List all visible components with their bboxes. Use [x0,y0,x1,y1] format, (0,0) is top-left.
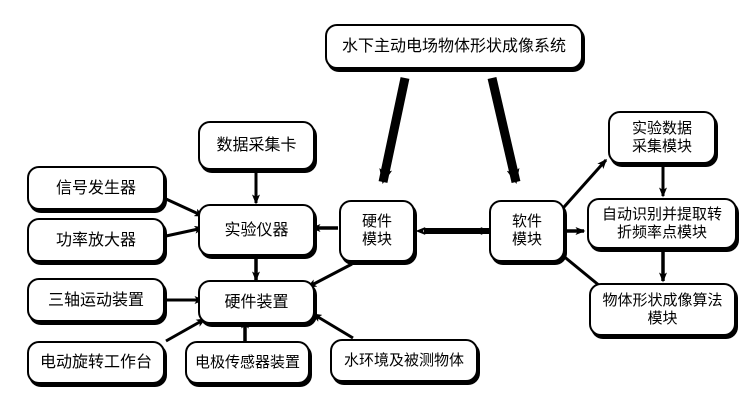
node-three-axis-motion-device[interactable]: 三轴运动装置 [27,278,165,322]
node-electrode-sensor-device[interactable]: 电极传感器装置 [185,341,310,384]
node-hardware-module[interactable]: 硬件 模块 [339,200,415,262]
arrow-hardware-module-to-hardware-device [306,262,353,289]
node-power-amplifier-label: 功率放大器 [55,229,136,249]
node-water-environment-and-object-label: 水环境及被测物体 [343,350,464,369]
node-hardware-device-label: 硬件装置 [224,291,289,311]
arrow-title-to-software-module [487,76,521,184]
node-data-acquisition-card[interactable]: 数据采集卡 [198,121,315,170]
node-signal-generator[interactable]: 信号发生器 [27,166,165,210]
node-power-amplifier[interactable]: 功率放大器 [27,218,165,262]
node-hardware-device[interactable]: 硬件装置 [198,280,315,324]
node-experimental-instrument[interactable]: 实验仪器 [198,204,315,256]
node-electric-rotary-table[interactable]: 电动旋转工作台 [27,341,165,384]
node-object-shape-imaging-algorithm-module-label: 物体形状成像算法 模块 [602,290,723,327]
node-electrode-sensor-device-label: 电极传感器装置 [194,352,300,371]
node-software-module[interactable]: 软件 模块 [489,200,565,262]
node-experimental-instrument-label: 实验仪器 [224,219,289,239]
arrow-power-amplifier-to-instrument [165,225,205,238]
node-three-axis-motion-device-label: 三轴运动装置 [47,289,144,309]
arrow-signal-generator-to-instrument [165,197,205,218]
arrow-rotary-table-to-hardware-device [165,317,207,343]
node-title-system-label: 水下主动电场物体形状成像系统 [341,36,566,56]
node-data-acquisition-card-label: 数据采集卡 [216,135,297,155]
node-auto-identify-extract-turning-frequency-module[interactable]: 自动识别并提取转 折频率点模块 [587,198,737,249]
node-electric-rotary-table-label: 电动旋转工作台 [39,352,152,372]
arrow-title-to-hardware-module [378,77,410,184]
node-signal-generator-label: 信号发生器 [55,177,136,197]
arrow-software-module-to-data-acquisition-module [554,158,608,217]
node-experiment-data-acquisition-module-label: 实验数据 采集模块 [631,118,692,155]
node-title-system[interactable]: 水下主动电场物体形状成像系统 [325,24,583,69]
node-object-shape-imaging-algorithm-module[interactable]: 物体形状成像算法 模块 [589,283,736,336]
node-auto-identify-extract-turning-frequency-module-label: 自动识别并提取转 折频率点模块 [601,204,722,241]
node-hardware-module-label: 硬件 模块 [361,212,392,248]
node-software-module-label: 软件 模块 [511,212,542,248]
node-water-environment-and-object[interactable]: 水环境及被测物体 [330,339,478,382]
arrow-water-environment-to-hardware-device [311,312,354,340]
node-experiment-data-acquisition-module[interactable]: 实验数据 采集模块 [608,111,716,164]
